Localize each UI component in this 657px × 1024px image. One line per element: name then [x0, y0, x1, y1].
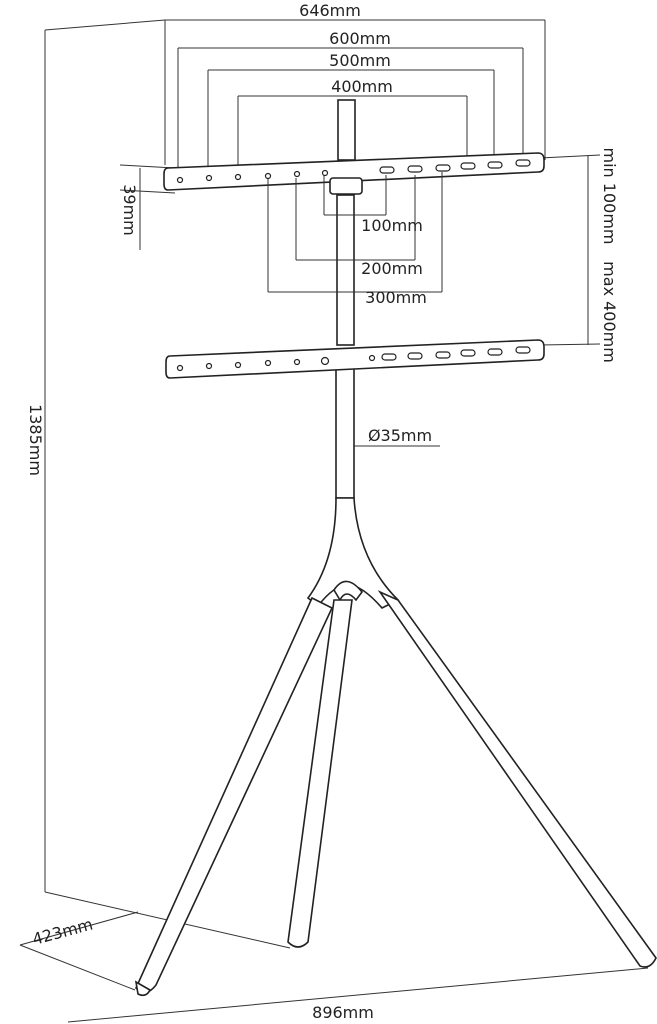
top-dimension-lines	[164, 19, 546, 172]
label-896: 896mm	[312, 1003, 374, 1022]
label-39: 39mm	[120, 184, 139, 236]
label-500: 500mm	[329, 51, 391, 70]
top-bracket	[163, 152, 545, 293]
label-max-spacing: max 400mm	[600, 261, 619, 363]
label-423: 423mm	[30, 915, 95, 949]
label-300: 300mm	[365, 288, 427, 307]
pole	[335, 99, 356, 499]
label-400: 400mm	[331, 77, 393, 96]
tripod	[134, 497, 657, 997]
label-646: 646mm	[299, 1, 361, 20]
spacing-dimension	[539, 154, 601, 346]
label-200: 200mm	[361, 259, 423, 278]
bottom-bracket	[165, 339, 545, 379]
label-1385: 1385mm	[26, 404, 45, 476]
label-600: 600mm	[329, 29, 391, 48]
label-pole-diameter: Ø35mm	[368, 426, 432, 445]
label-min-spacing: min 100mm	[600, 148, 619, 245]
frame-lines	[19, 19, 649, 1023]
label-100: 100mm	[361, 216, 423, 235]
